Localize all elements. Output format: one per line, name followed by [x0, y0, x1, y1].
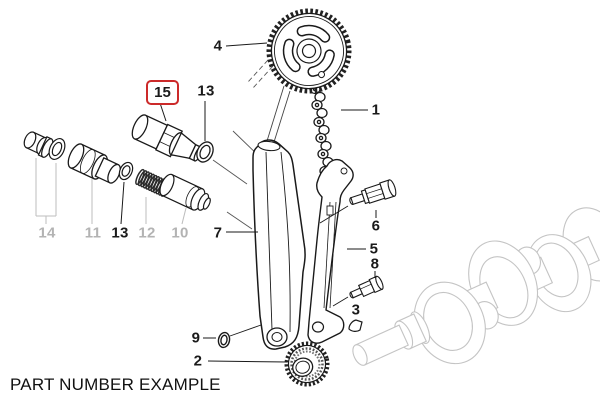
crankshaft-art: [352, 207, 600, 366]
o-ring-14-art: [48, 138, 66, 160]
center-lines: [212, 59, 274, 230]
part-label-3[interactable]: 3: [351, 301, 361, 319]
caption-text: PART NUMBER EXAMPLE: [10, 375, 221, 394]
part-label-15[interactable]: 15: [154, 84, 171, 101]
camshaft-sprocket-art: [266, 8, 352, 94]
plug-part-14-art: [23, 131, 54, 158]
part-label-11[interactable]: 11: [84, 224, 102, 242]
part-label-4[interactable]: 4: [213, 37, 223, 55]
part-label-13-bottom[interactable]: 13: [111, 224, 129, 242]
part-label-12[interactable]: 12: [138, 224, 156, 242]
highlight-box-part-15[interactable]: 15: [146, 80, 179, 105]
o-ring-13-top-art: [196, 141, 214, 163]
key-part-3-art: [348, 319, 363, 332]
tensioner-part-15-art: [131, 114, 203, 162]
part-label-1[interactable]: 1: [371, 101, 381, 119]
part-label-9[interactable]: 9: [191, 329, 201, 347]
cylinder-part-11-art: [67, 143, 121, 184]
part-label-5[interactable]: 5: [369, 240, 379, 258]
part-label-2[interactable]: 2: [193, 352, 203, 370]
guide-rail-art: [307, 158, 354, 344]
bolt-part-8-art: [349, 275, 384, 299]
leader-lines-black: [120, 42, 377, 363]
bolt-part-6-art: [349, 179, 397, 206]
leader-lines-gray: [35, 158, 187, 225]
part-label-14[interactable]: 14: [38, 224, 56, 242]
part-label-8[interactable]: 8: [370, 255, 380, 273]
crank-sprocket-art: [284, 341, 330, 387]
o-ring-13-left-art: [118, 161, 134, 181]
o-ring-9-art: [217, 331, 231, 349]
part-label-7[interactable]: 7: [213, 224, 223, 242]
part-label-10[interactable]: 10: [171, 224, 189, 242]
tensioner-rail-art: [252, 139, 306, 350]
piston-part-10-art: [159, 173, 211, 211]
part-label-6[interactable]: 6: [371, 217, 381, 235]
part-label-13-top[interactable]: 13: [197, 82, 215, 100]
